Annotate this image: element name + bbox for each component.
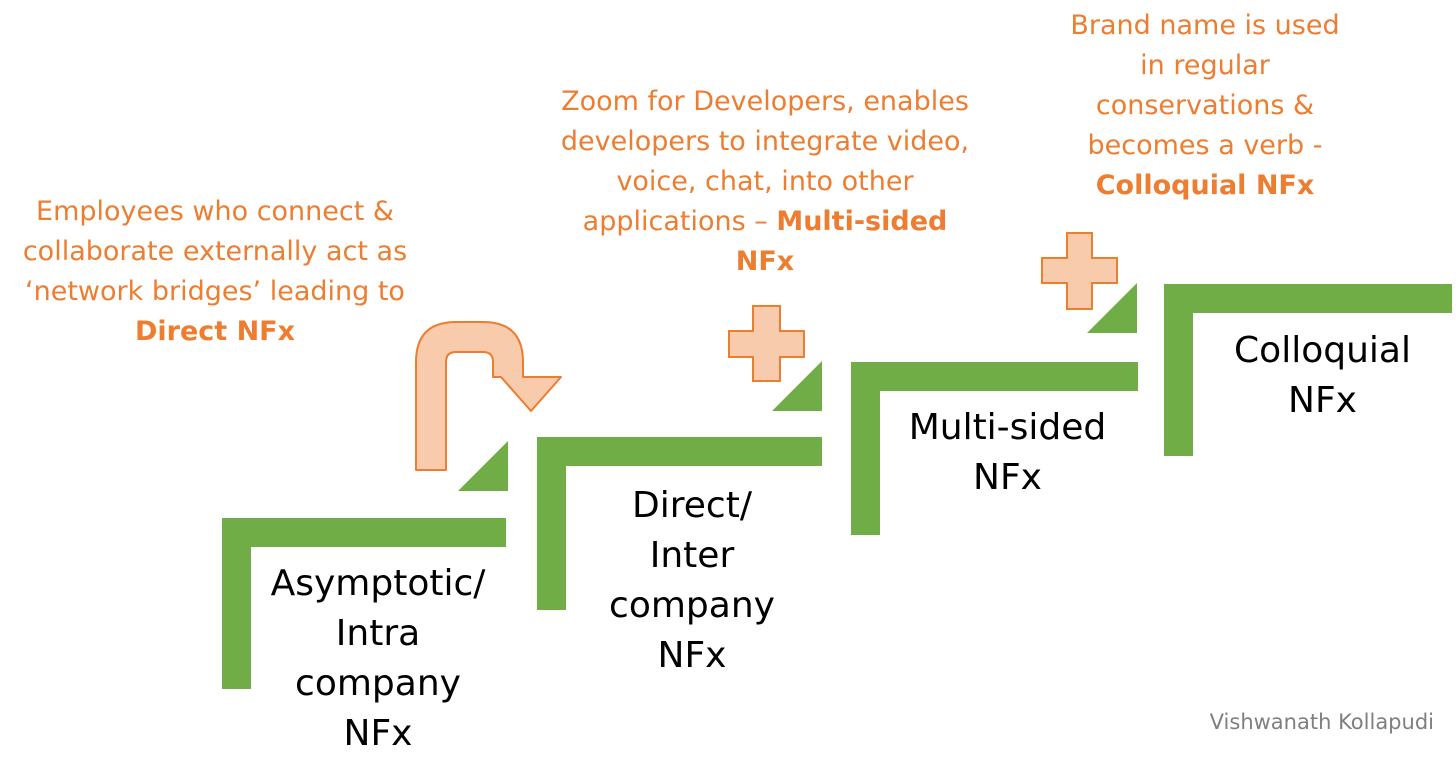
step-1-left-bar [222, 518, 251, 689]
step-1-triangle [458, 441, 508, 491]
plus-icon [728, 305, 805, 382]
step-1-top-bar [222, 518, 506, 547]
step-label-asymptotic: Asymptotic/ Intra company NFx [243, 559, 513, 759]
step-label-direct: Direct/ Inter company NFx [567, 481, 817, 681]
annotation-line: applications – [582, 206, 777, 237]
step-2-top-bar [537, 437, 822, 466]
step-label-line: Direct/ [632, 485, 752, 526]
step-3-top-bar [851, 362, 1138, 391]
step-label-line: NFx [343, 713, 413, 754]
step-3-left-bar [851, 362, 880, 535]
step-label-line: Inter [649, 535, 735, 576]
step-2-left-bar [537, 437, 566, 610]
annotation-bold-term: Colloquial NFx [1095, 170, 1315, 201]
author-credit: Vishwanath Kollapudi [1209, 710, 1434, 734]
step-4-left-bar [1164, 284, 1193, 456]
step-label-multi-sided: Multi-sided NFx [885, 403, 1130, 503]
annotation-bold-term: Direct NFx [134, 316, 296, 347]
step-label-line: NFx [657, 635, 727, 676]
step-2-corner [537, 437, 822, 610]
annotation-bold-term: NFx [735, 246, 795, 277]
step-label-line: NFx [973, 457, 1042, 498]
annotation-line: in regular [1140, 50, 1270, 81]
annotation-line: developers to integrate video, [560, 126, 970, 157]
step-3-corner [851, 362, 1138, 535]
annotation-multi-sided-nfx: Zoom for Developers, enables developers … [545, 82, 985, 282]
step-label-line: company [609, 585, 775, 626]
annotation-line: Brand name is used [1070, 10, 1340, 41]
annotation-line: Zoom for Developers, enables [561, 86, 969, 117]
step-label-line: Multi-sided [908, 407, 1107, 448]
step-2-triangle [772, 361, 822, 411]
step-label-line: Intra [335, 613, 421, 654]
annotation-line: ‘network bridges’ leading to [25, 276, 405, 307]
step-label-line: company [295, 663, 461, 704]
plus-icon [1041, 232, 1118, 310]
annotation-line: collaborate externally act as [22, 236, 408, 267]
step-4-top-bar [1164, 284, 1452, 313]
annotation-line: conservations & [1095, 90, 1315, 121]
annotation-bold-term: Multi-sided [776, 206, 948, 237]
step-label-line: NFx [1288, 380, 1357, 421]
annotation-line: voice, chat, into other [616, 166, 914, 197]
annotation-line: becomes a verb - [1087, 130, 1323, 161]
annotation-direct-nfx: Employees who connect & collaborate exte… [5, 192, 425, 352]
u-turn-arrow-icon [415, 321, 562, 471]
step-3-triangle [1087, 283, 1137, 333]
annotation-line: Employees who connect & [36, 196, 394, 227]
step-4-corner [1164, 284, 1452, 456]
annotation-colloquial-nfx: Brand name is used in regular conservati… [1035, 6, 1375, 206]
step-label-line: Colloquial [1234, 330, 1411, 371]
step-label-colloquial: Colloquial NFx [1200, 326, 1445, 426]
step-1-corner [222, 518, 506, 689]
step-label-line: Asymptotic/ [270, 563, 486, 604]
